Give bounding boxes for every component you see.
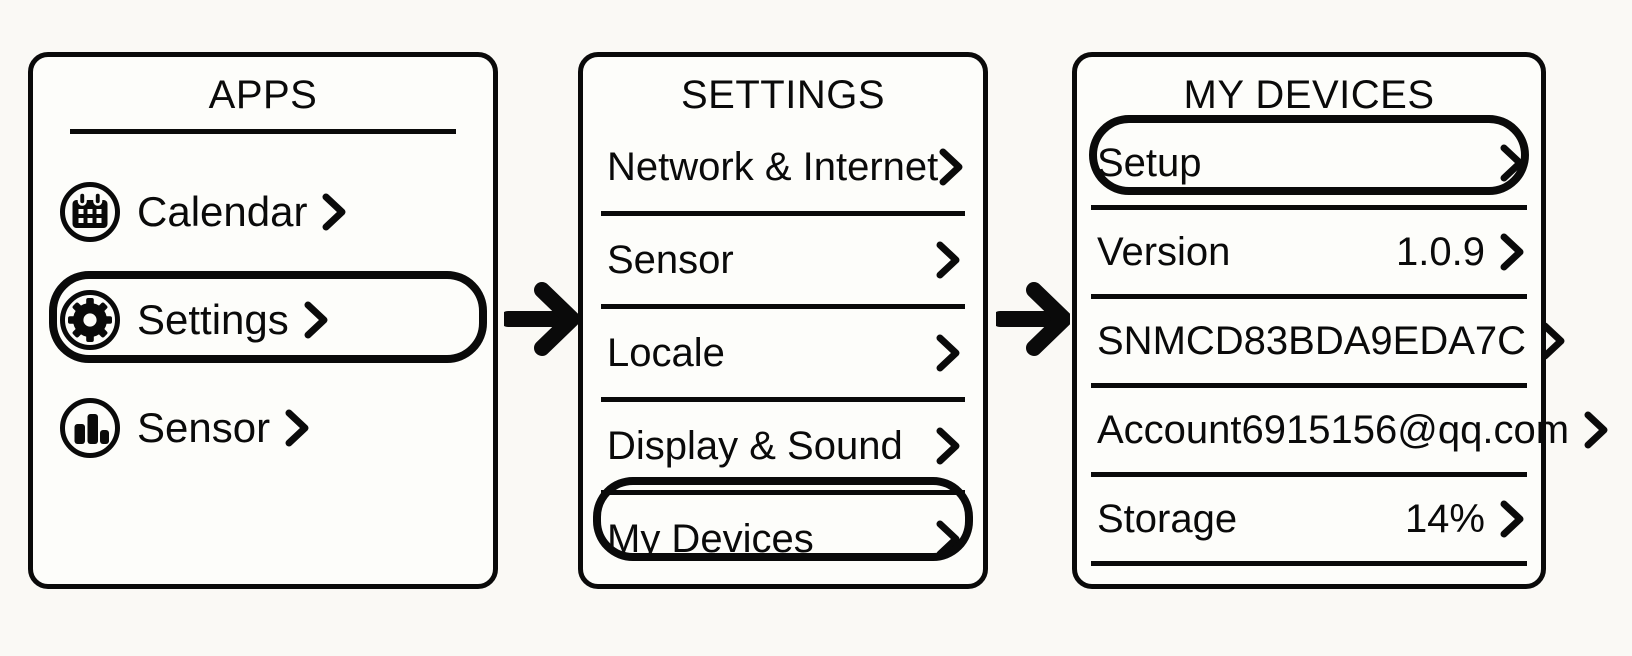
- list-item-label: Account: [1097, 408, 1242, 452]
- chevron-right-icon: [284, 408, 310, 448]
- list-item-sn[interactable]: SN MCD83BDA9EDA7C: [1077, 299, 1565, 383]
- list-item-storage[interactable]: Storage 14%: [1077, 477, 1541, 561]
- list-item-calendar[interactable]: Calendar: [33, 158, 493, 266]
- list-item-value: MCD83BDA9EDA7C: [1152, 319, 1527, 363]
- list-item-label: SN: [1097, 319, 1153, 363]
- list-divider: [601, 490, 965, 495]
- list-divider: [601, 304, 965, 309]
- list-item-value: 1.0.9: [1396, 230, 1485, 274]
- chevron-right-icon: [303, 300, 329, 340]
- list-item-network-and-internet[interactable]: Network & Internet: [583, 123, 983, 211]
- list-item-setup[interactable]: Setup: [1077, 121, 1541, 205]
- chevron-right-icon: [938, 147, 964, 187]
- list-item-label: Display & Sound: [607, 424, 903, 468]
- list-item-label: Setup: [1097, 141, 1202, 185]
- list-item-my-devices[interactable]: My Devices: [583, 495, 983, 583]
- chevron-right-icon: [1499, 143, 1525, 183]
- panel-my-devices-title: MY DEVICES: [1183, 73, 1435, 117]
- list-item-label: Version: [1097, 230, 1231, 274]
- panel-apps: APPS: [28, 52, 498, 589]
- list-divider: [1091, 561, 1527, 566]
- list-item-label: Storage: [1097, 497, 1238, 541]
- list-item-label: Settings: [137, 296, 289, 343]
- panel-settings-title: SETTINGS: [680, 73, 886, 117]
- chevron-right-icon: [1499, 499, 1525, 539]
- panel-apps-title-underline: [69, 129, 457, 134]
- chevron-right-icon: [1583, 410, 1609, 450]
- list-item-label: Sensor: [607, 238, 734, 282]
- list-item-label: Locale: [607, 331, 725, 375]
- list-item-sensor[interactable]: Sensor: [33, 374, 493, 482]
- chevron-right-icon: [1499, 232, 1525, 272]
- panel-my-devices-list: Setup Version 1.0.9 SN MCD83BDA9EDA7C: [1077, 121, 1608, 566]
- chevron-right-icon: [935, 333, 961, 373]
- panel-settings: SETTINGS Network & Internet Sensor Local…: [578, 52, 988, 589]
- arrow-right-icon: [500, 276, 580, 367]
- panel-apps-list: Calendar: [33, 158, 493, 482]
- list-divider: [1091, 472, 1527, 477]
- list-item-value: 14%: [1404, 497, 1485, 541]
- arrow-right-icon: [992, 276, 1072, 367]
- list-item-label: Sensor: [137, 404, 271, 451]
- bar-chart-icon: [59, 397, 121, 459]
- chevron-right-icon: [935, 240, 961, 280]
- panel-apps-title: APPS: [208, 73, 318, 117]
- panel-settings-list: Network & Internet Sensor Locale: [583, 123, 983, 583]
- list-item-account[interactable]: Account 6915156@qq.com: [1077, 388, 1608, 472]
- list-divider: [1091, 294, 1527, 299]
- list-divider: [601, 397, 965, 402]
- chevron-right-icon: [321, 192, 347, 232]
- list-item-value: 6915156@qq.com: [1241, 408, 1570, 452]
- list-item-label: Network & Internet: [607, 145, 939, 189]
- list-item-sensor[interactable]: Sensor: [583, 216, 983, 304]
- list-item-display-and-sound[interactable]: Display & Sound: [583, 402, 983, 490]
- list-divider: [1091, 205, 1527, 210]
- chevron-right-icon: [935, 519, 961, 559]
- chevron-right-icon: [935, 426, 961, 466]
- list-item-version[interactable]: Version 1.0.9: [1077, 210, 1541, 294]
- list-divider: [1091, 383, 1527, 388]
- list-item-settings[interactable]: Settings: [33, 266, 493, 374]
- panel-my-devices: MY DEVICES Setup Version 1.0.9 SN M: [1072, 52, 1608, 589]
- list-item-label: Calendar: [137, 188, 308, 235]
- list-divider: [601, 211, 965, 216]
- chevron-right-icon: [1540, 321, 1566, 361]
- list-item-locale[interactable]: Locale: [583, 309, 983, 397]
- list-item-label: My Devices: [607, 517, 814, 561]
- calendar-icon: [59, 181, 121, 243]
- gear-icon: [59, 289, 121, 351]
